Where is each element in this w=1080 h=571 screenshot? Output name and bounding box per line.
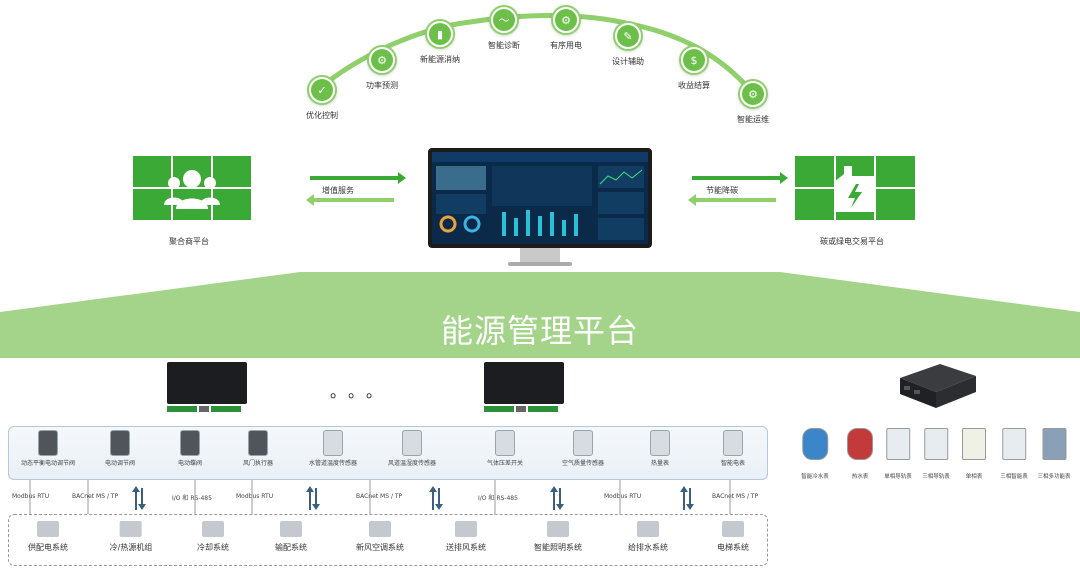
double-arrow-right: [688, 172, 788, 206]
feature-label-3: 智能诊断: [488, 41, 520, 50]
gateway-device: [900, 364, 976, 408]
connector-lines: [29, 480, 731, 514]
meter-icon: [923, 428, 948, 460]
factory-bolt-icon: [834, 166, 876, 212]
system-icon: [280, 521, 302, 537]
device-icon: [572, 430, 593, 456]
gear-icon: ⚙: [551, 5, 581, 35]
feature-label-7: 智能运维: [737, 115, 769, 124]
monitor-gear-icon: ⚙: [367, 45, 397, 75]
protocol-label-7: BACnet MS / TP: [712, 493, 759, 500]
protocol-label-1: BACnet MS / TP: [72, 493, 119, 500]
gear-wrench-icon: ⚙: [738, 79, 768, 109]
system-icon: [455, 521, 477, 537]
protocol-label-5: I/O 和 RS-485: [478, 495, 518, 502]
meter-0: 智能冷水表: [801, 428, 829, 480]
system-icon: [722, 521, 744, 537]
device-icon: [322, 430, 343, 456]
energy-carbon-label: 节能降碳: [706, 186, 738, 195]
meter-icon: [962, 428, 986, 460]
feature-label-4: 有序用电: [550, 41, 582, 50]
system-icon: [369, 521, 391, 537]
system-icon: [37, 521, 59, 537]
device-icon: [109, 430, 130, 456]
controller-device-right: [484, 362, 564, 414]
field-device-9: 智能电表: [721, 430, 745, 467]
meter-3: 三相导轨表: [922, 428, 950, 480]
carbon-trading-platform-label: 碳或绿电交易平台: [820, 237, 884, 246]
protocol-label-2: I/O 和 RS-485: [172, 495, 212, 502]
system-0: 供配电系统: [28, 521, 68, 553]
device-icon: [494, 430, 515, 456]
double-arrow-left: [306, 172, 406, 206]
meter-4: 单相表: [962, 428, 986, 480]
device-icon: [650, 430, 670, 456]
system-1: 冷/热源机组: [110, 521, 152, 553]
field-device-5: 风道温湿度传感器: [388, 430, 436, 467]
feature-label-1: 功率预测: [366, 81, 398, 90]
feature-label-0: 优化控制: [306, 111, 338, 120]
monitor-base: [508, 262, 572, 266]
system-icon: [547, 521, 569, 537]
feature-label-6: 收益结算: [678, 81, 710, 90]
value-added-label: 增值服务: [322, 186, 354, 195]
meter-2: 单相导轨表: [884, 428, 912, 480]
system-4: 新风空调系统: [356, 521, 404, 553]
protocol-label-6: Modbus RTU: [604, 493, 642, 500]
pencil-ruler-icon: ✎: [613, 21, 643, 51]
meter-icon: [1041, 428, 1066, 460]
protocol-label-4: BACnet MS / TP: [356, 493, 403, 500]
device-icon: [401, 430, 422, 456]
field-device-7: 空气质量传感器: [562, 430, 604, 467]
device-icon: [247, 430, 268, 456]
device-icon: [722, 430, 743, 456]
field-device-2: 电动蝶阀: [178, 430, 202, 467]
aggregator-platform-label: 聚合商平台: [169, 237, 209, 246]
system-icon: [637, 521, 659, 537]
group-icon: [164, 170, 220, 209]
feature-arc: [317, 13, 755, 95]
meter-icon: [1001, 428, 1026, 460]
monitor-stand: [520, 248, 560, 262]
device-icon: [37, 430, 58, 456]
system-6: 智能照明系统: [534, 521, 582, 553]
protocol-label-0: Modbus RTU: [12, 493, 50, 500]
system-7: 给排水系统: [628, 521, 668, 553]
feature-label-2: 新能源消纳: [420, 55, 460, 64]
platform-title: 能源管理平台: [440, 312, 639, 350]
pulse-search-icon: 〜: [489, 5, 519, 35]
field-device-4: 水管道温度传感器: [309, 430, 357, 467]
dashboard-monitor: [428, 148, 652, 248]
system-icon: [202, 521, 224, 537]
updown-arrows: [132, 486, 694, 510]
monitor-check-icon: ✓: [307, 75, 337, 105]
device-icon: [179, 430, 200, 456]
controller-device-left: [167, 362, 247, 414]
money-bag-icon: $: [679, 45, 709, 75]
field-device-0: 动态平衡电动调节阀: [21, 430, 75, 467]
meter-6: 三相多功能表: [1037, 428, 1071, 480]
system-5: 送排风系统: [446, 521, 486, 553]
more-controllers-dots: 。。。: [330, 382, 393, 401]
system-3: 输配系统: [275, 521, 307, 553]
field-device-6: 气体压差开关: [487, 430, 523, 467]
protocol-label-3: Modbus RTU: [236, 493, 274, 500]
meter-1: 热水表: [847, 428, 873, 480]
field-device-8: 热量表: [650, 430, 670, 467]
systems-panel: [8, 514, 768, 566]
system-8: 电梯系统: [717, 521, 749, 553]
field-device-3: 风门执行器: [243, 430, 273, 467]
system-icon: [119, 521, 142, 537]
meter-icon: [885, 428, 910, 460]
feature-label-5: 设计辅助: [612, 57, 644, 66]
meter-icon: [801, 428, 828, 460]
system-2: 冷却系统: [197, 521, 229, 553]
platform-banner-shape: [0, 272, 1080, 358]
field-devices-panel: [8, 426, 768, 480]
battery-icon: ▮: [425, 19, 455, 49]
field-device-1: 电动调节阀: [105, 430, 135, 467]
meter-5: 三相智能表: [1000, 428, 1028, 480]
meter-icon: [847, 428, 873, 460]
dashboard-screen: [432, 152, 648, 244]
